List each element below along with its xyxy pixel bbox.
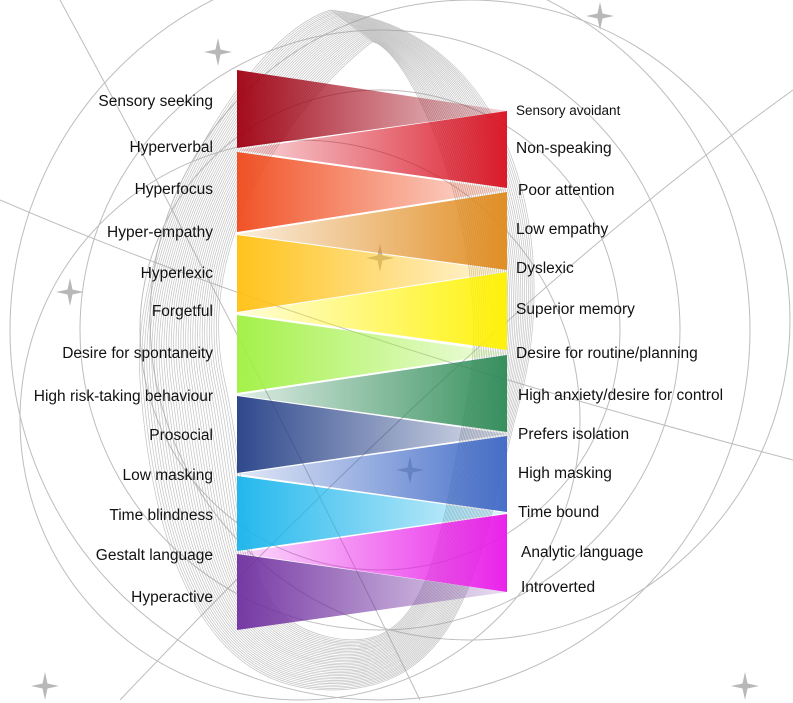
- right-trait-label: Desire for routine/planning: [516, 345, 698, 362]
- left-trait-band: [237, 315, 507, 393]
- right-trait-label: Poor attention: [518, 182, 615, 199]
- right-trait-band: [237, 436, 507, 512]
- left-trait-band: [237, 152, 507, 232]
- star-icon: [31, 672, 59, 700]
- left-trait-label: Hyperverbal: [129, 139, 213, 156]
- right-trait-label: Sensory avoidant: [516, 103, 621, 118]
- right-trait-label: Low empathy: [516, 221, 609, 238]
- left-trait-label: Hyperfocus: [134, 181, 213, 198]
- left-trait-label: Desire for spontaneity: [62, 345, 213, 362]
- star-icon: [731, 672, 759, 700]
- left-trait-band: [237, 235, 507, 312]
- right-trait-band: [237, 355, 507, 432]
- right-trait-band: [237, 192, 507, 270]
- right-trait-band: [237, 272, 507, 350]
- left-trait-label: Hyperactive: [131, 589, 213, 606]
- left-trait-band: [237, 396, 507, 473]
- star-icon: [56, 278, 84, 306]
- left-trait-label: Gestalt language: [95, 547, 213, 564]
- right-trait-label: Time bound: [518, 504, 600, 521]
- right-trait-label: High masking: [518, 465, 612, 482]
- left-trait-label: Hyperlexic: [140, 265, 213, 282]
- left-trait-label: Sensory seeking: [98, 93, 213, 110]
- star-icon: [204, 38, 232, 66]
- left-trait-band: [237, 476, 507, 551]
- left-trait-label: Prosocial: [149, 427, 213, 444]
- right-trait-label: Dyslexic: [516, 260, 574, 277]
- left-trait-label: Time blindness: [109, 507, 213, 524]
- contour-lines: [139, 9, 535, 691]
- right-trait-band: [237, 514, 507, 592]
- left-trait-label: Low masking: [122, 467, 213, 484]
- left-trait-band: [237, 554, 507, 630]
- right-trait-label: Non-speaking: [516, 140, 612, 157]
- right-trait-label: Analytic language: [521, 544, 644, 561]
- left-trait-band: [237, 70, 507, 148]
- left-trait-label: High risk-taking behaviour: [33, 388, 213, 405]
- right-trait-label: Introverted: [521, 579, 596, 596]
- left-trait-label: Forgetful: [151, 303, 213, 320]
- right-trait-band: [237, 111, 507, 188]
- left-trait-label: Hyper-empathy: [107, 224, 213, 241]
- right-trait-label: High anxiety/desire for control: [518, 387, 724, 404]
- right-trait-label: Superior memory: [516, 301, 635, 318]
- right-trait-label: Prefers isolation: [518, 426, 630, 443]
- star-icon: [586, 2, 614, 30]
